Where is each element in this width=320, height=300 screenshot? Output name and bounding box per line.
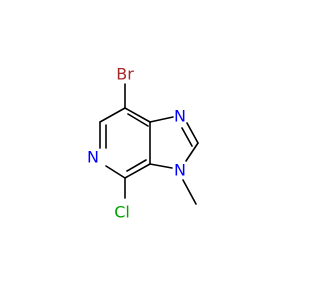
bond-c7-c7a-inner — [127, 113, 149, 127]
bond-n3-c3a — [149, 163, 173, 169]
bond-n1-c2-inner — [181, 127, 193, 147]
bond-c4-c3a — [124, 163, 151, 179]
atom-label-n5: N — [87, 148, 99, 167]
bond-c4-c3a-inner — [126, 159, 147, 172]
bond-c7-c7a — [124, 107, 151, 123]
atom-label-cl: Cl — [114, 203, 130, 222]
bond-c2-n3 — [185, 142, 199, 162]
atom-label-n3: N — [174, 161, 186, 180]
molecule-structure: Br N N N Cl — [87, 65, 199, 222]
bond-n1-c2 — [186, 122, 199, 144]
bond-n5-c4 — [105, 165, 126, 179]
atom-label-n1: N — [174, 107, 186, 126]
molecule-canvas: Br N N N Cl — [87, 64, 199, 222]
bond-c7a-n1 — [149, 116, 174, 123]
bond-c7-c6 — [99, 107, 126, 123]
atom-label-br: Br — [116, 65, 134, 84]
bond-n3-methyl — [182, 179, 197, 205]
